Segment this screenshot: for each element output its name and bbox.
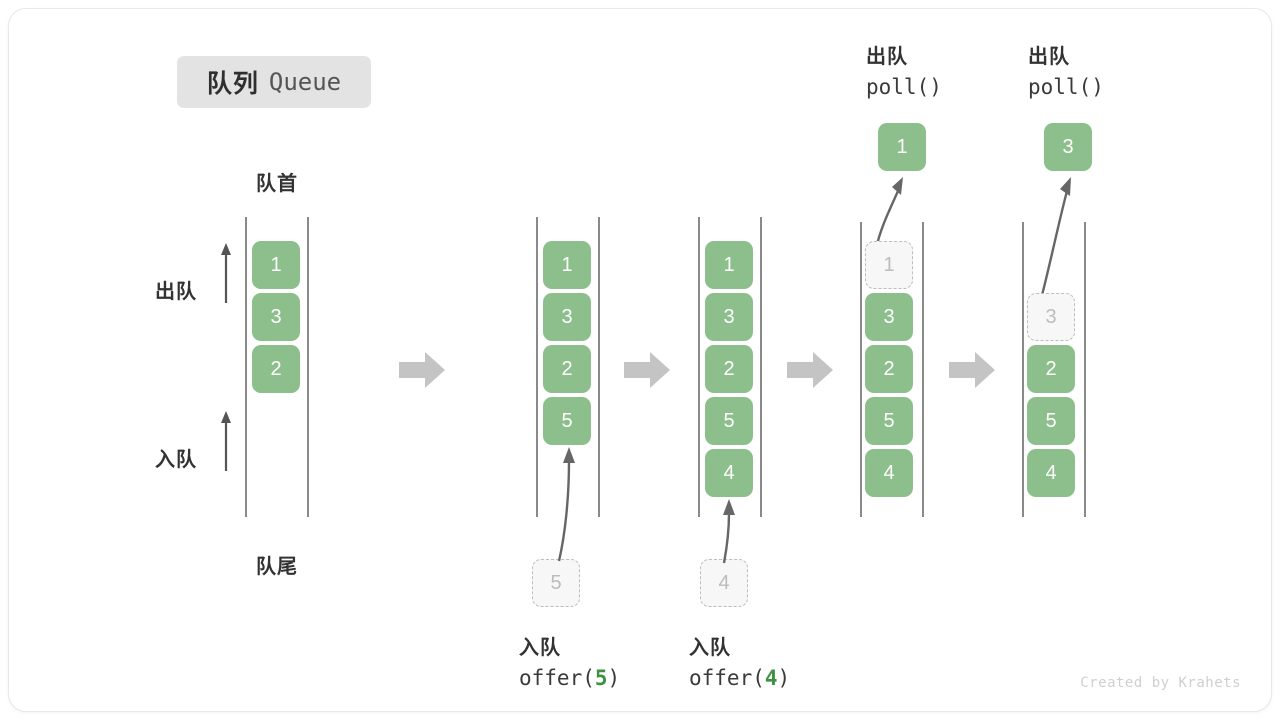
- removed-ghost-item: 1: [865, 241, 913, 289]
- queue-rail-left-col3: [698, 217, 700, 517]
- enqueue-pointer-arrow-icon: [722, 499, 735, 564]
- enqueue-direction-arrow-icon: [221, 411, 231, 471]
- queue-rail-left-col2: [536, 217, 538, 517]
- title-chinese: 队列: [206, 70, 259, 98]
- queue-item: 3: [543, 293, 591, 341]
- queue-item: 2: [1027, 345, 1075, 393]
- dequeue-op-label: 出队: [866, 46, 908, 68]
- dequeue-op-label: 出队: [1028, 46, 1070, 68]
- removed-ghost-item: 3: [1027, 293, 1075, 341]
- op-code-suffix: ): [777, 666, 791, 690]
- queue-item: 1: [543, 241, 591, 289]
- tail-label: 队尾: [256, 556, 298, 578]
- queue-rail-right-col2: [598, 217, 600, 517]
- queue-item: 5: [1027, 397, 1075, 445]
- diagram-title-badge: 队列 Queue: [177, 56, 371, 108]
- enqueue-op-code: offer(5): [519, 666, 620, 690]
- queue-item: 2: [865, 345, 913, 393]
- queue-rail-right-col5: [1084, 222, 1086, 517]
- title-english: Queue: [268, 68, 342, 96]
- enqueue-op-code: offer(4): [689, 666, 790, 690]
- queue-item: 1: [705, 241, 753, 289]
- queue-item: 3: [705, 293, 753, 341]
- op-code-suffix: ): [607, 666, 621, 690]
- queue-item-new: 5: [543, 397, 591, 445]
- popped-item: 3: [1044, 123, 1092, 171]
- queue-rail-right-col4: [922, 222, 924, 517]
- queue-rail-right-col3: [760, 217, 762, 517]
- enqueue-pointer-arrow-icon: [557, 447, 575, 562]
- step-arrow-icon: [787, 352, 833, 388]
- step-arrow-icon: [399, 352, 445, 388]
- op-code-arg: 5: [594, 666, 608, 690]
- op-code-prefix: offer(: [689, 666, 765, 690]
- head-label: 队首: [256, 173, 298, 195]
- queue-item: 5: [705, 397, 753, 445]
- queue-item: 4: [865, 449, 913, 497]
- dequeue-direction-label: 出队: [155, 281, 197, 303]
- queue-item: 3: [865, 293, 913, 341]
- op-code-arg: 4: [764, 666, 778, 690]
- dequeue-op-code: poll(): [866, 75, 942, 99]
- step-arrow-icon: [949, 352, 995, 388]
- queue-rail-left-col1: [245, 217, 247, 517]
- enqueue-op-label: 入队: [519, 637, 561, 659]
- queue-item: 4: [1027, 449, 1075, 497]
- dequeue-pointer-arrow-icon: [1039, 177, 1071, 300]
- step-arrow-icon: [624, 352, 670, 388]
- incoming-ghost-item: 5: [532, 559, 580, 607]
- enqueue-direction-label: 入队: [155, 449, 197, 471]
- queue-item: 5: [865, 397, 913, 445]
- dequeue-direction-arrow-icon: [221, 243, 231, 303]
- queue-item: 2: [705, 345, 753, 393]
- queue-item: 2: [252, 345, 300, 393]
- queue-item: 2: [543, 345, 591, 393]
- enqueue-op-label: 入队: [689, 637, 731, 659]
- queue-item-new: 4: [705, 449, 753, 497]
- dequeue-op-code: poll(): [1028, 75, 1104, 99]
- queue-item: 3: [252, 293, 300, 341]
- queue-rail-left-col4: [860, 222, 862, 517]
- diagram-card: 队列 Queue 队首 1 3 2 出队 入队 队尾 1 3 2 5 5 入队 …: [8, 8, 1272, 712]
- incoming-ghost-item: 4: [700, 559, 748, 607]
- queue-item: 1: [252, 241, 300, 289]
- queue-rail-left-col5: [1022, 222, 1024, 517]
- op-code-prefix: offer(: [519, 666, 595, 690]
- credit-text: Created by Krahets: [1080, 675, 1241, 691]
- queue-rail-right-col1: [307, 217, 309, 517]
- popped-item: 1: [878, 123, 926, 171]
